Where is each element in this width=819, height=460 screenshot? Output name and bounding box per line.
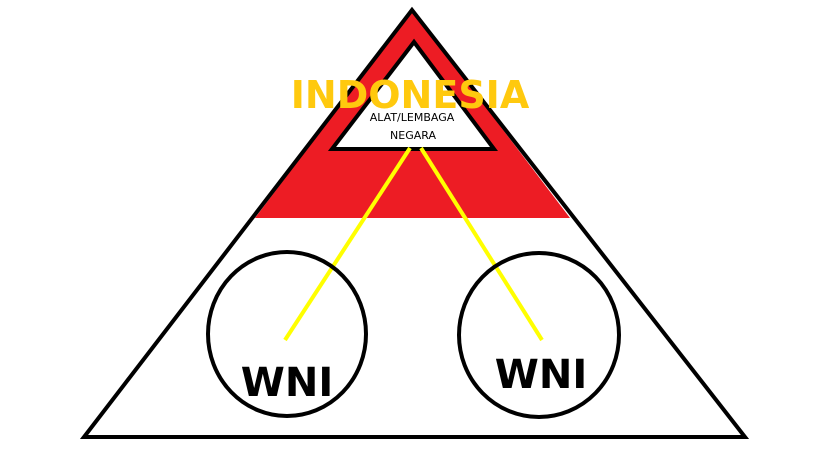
- apex-label-line2: NEGARA: [390, 129, 436, 142]
- citizen-circle-left: [206, 250, 368, 418]
- apex-triangle: [327, 38, 498, 151]
- outer-triangle-body: [84, 10, 745, 437]
- title-text: INDONESIA: [291, 73, 530, 117]
- citizen-circle-right: [457, 251, 621, 419]
- apex-label-line1: ALAT/LEMBAGA: [370, 111, 455, 124]
- connector-line-left: [283, 146, 412, 342]
- citizen-label-left: WNI: [241, 360, 333, 406]
- connector-line-right: [419, 146, 544, 342]
- outer-triangle-outline: [79, 6, 750, 439]
- citizen-label-right: WNI: [495, 352, 587, 398]
